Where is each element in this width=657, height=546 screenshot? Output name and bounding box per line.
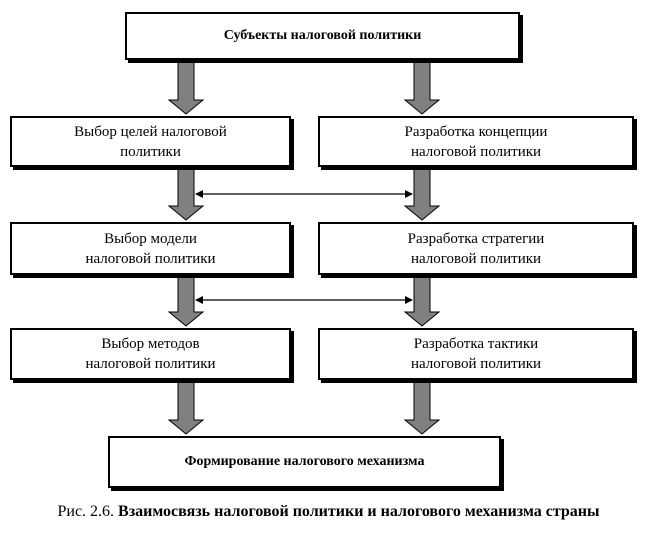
- arrow-concept-to-strategy: [403, 167, 441, 221]
- box-subjects-label: Субъекты налоговой политики: [223, 28, 422, 43]
- box-model-label: Выбор модели налоговой политики: [85, 230, 216, 267]
- arrow-model-to-methods: [167, 275, 205, 327]
- arrow-subjects-to-goals: [167, 61, 205, 115]
- box-tactics-label: Разработка тактики налоговой политики: [410, 336, 542, 372]
- box-strategy: Разработка стратегии налоговой политики: [318, 222, 634, 275]
- box-mechanism-label: Формирование налогового механизма: [184, 454, 425, 469]
- box-concept: Разработка концепции налоговой политики: [318, 116, 634, 167]
- box-model: Выбор модели налоговой политики: [10, 222, 291, 275]
- box-concept-label: Разработка концепции налоговой политики: [404, 123, 548, 160]
- box-strategy-label: Разработка стратегии налоговой политики: [407, 230, 545, 267]
- figure-caption: Рис. 2.6. Взаимосвязь налоговой политики…: [0, 503, 657, 521]
- caption-prefix: Рис. 2.6.: [57, 503, 119, 520]
- arrow-strategy-to-tactics: [403, 275, 441, 327]
- box-methods-label: Выбор методов налоговой политики: [85, 336, 216, 372]
- box-subjects: Субъекты налоговой политики: [125, 12, 520, 60]
- arrow-goals-to-model: [167, 167, 205, 221]
- box-goals: Выбор целей налоговой политики: [10, 116, 291, 167]
- box-methods: Выбор методов налоговой политики: [10, 328, 291, 380]
- caption-title: Взаимосвязь налоговой политики и налогов…: [118, 503, 600, 520]
- arrow-subjects-to-concept: [403, 61, 441, 115]
- arrow-tactics-to-mechanism: [403, 381, 441, 435]
- arrow-methods-to-mechanism: [167, 381, 205, 435]
- box-tactics: Разработка тактики налоговой политики: [318, 328, 634, 380]
- box-mechanism: Формирование налогового механизма: [108, 436, 501, 488]
- box-goals-label: Выбор целей налоговой политики: [74, 123, 227, 160]
